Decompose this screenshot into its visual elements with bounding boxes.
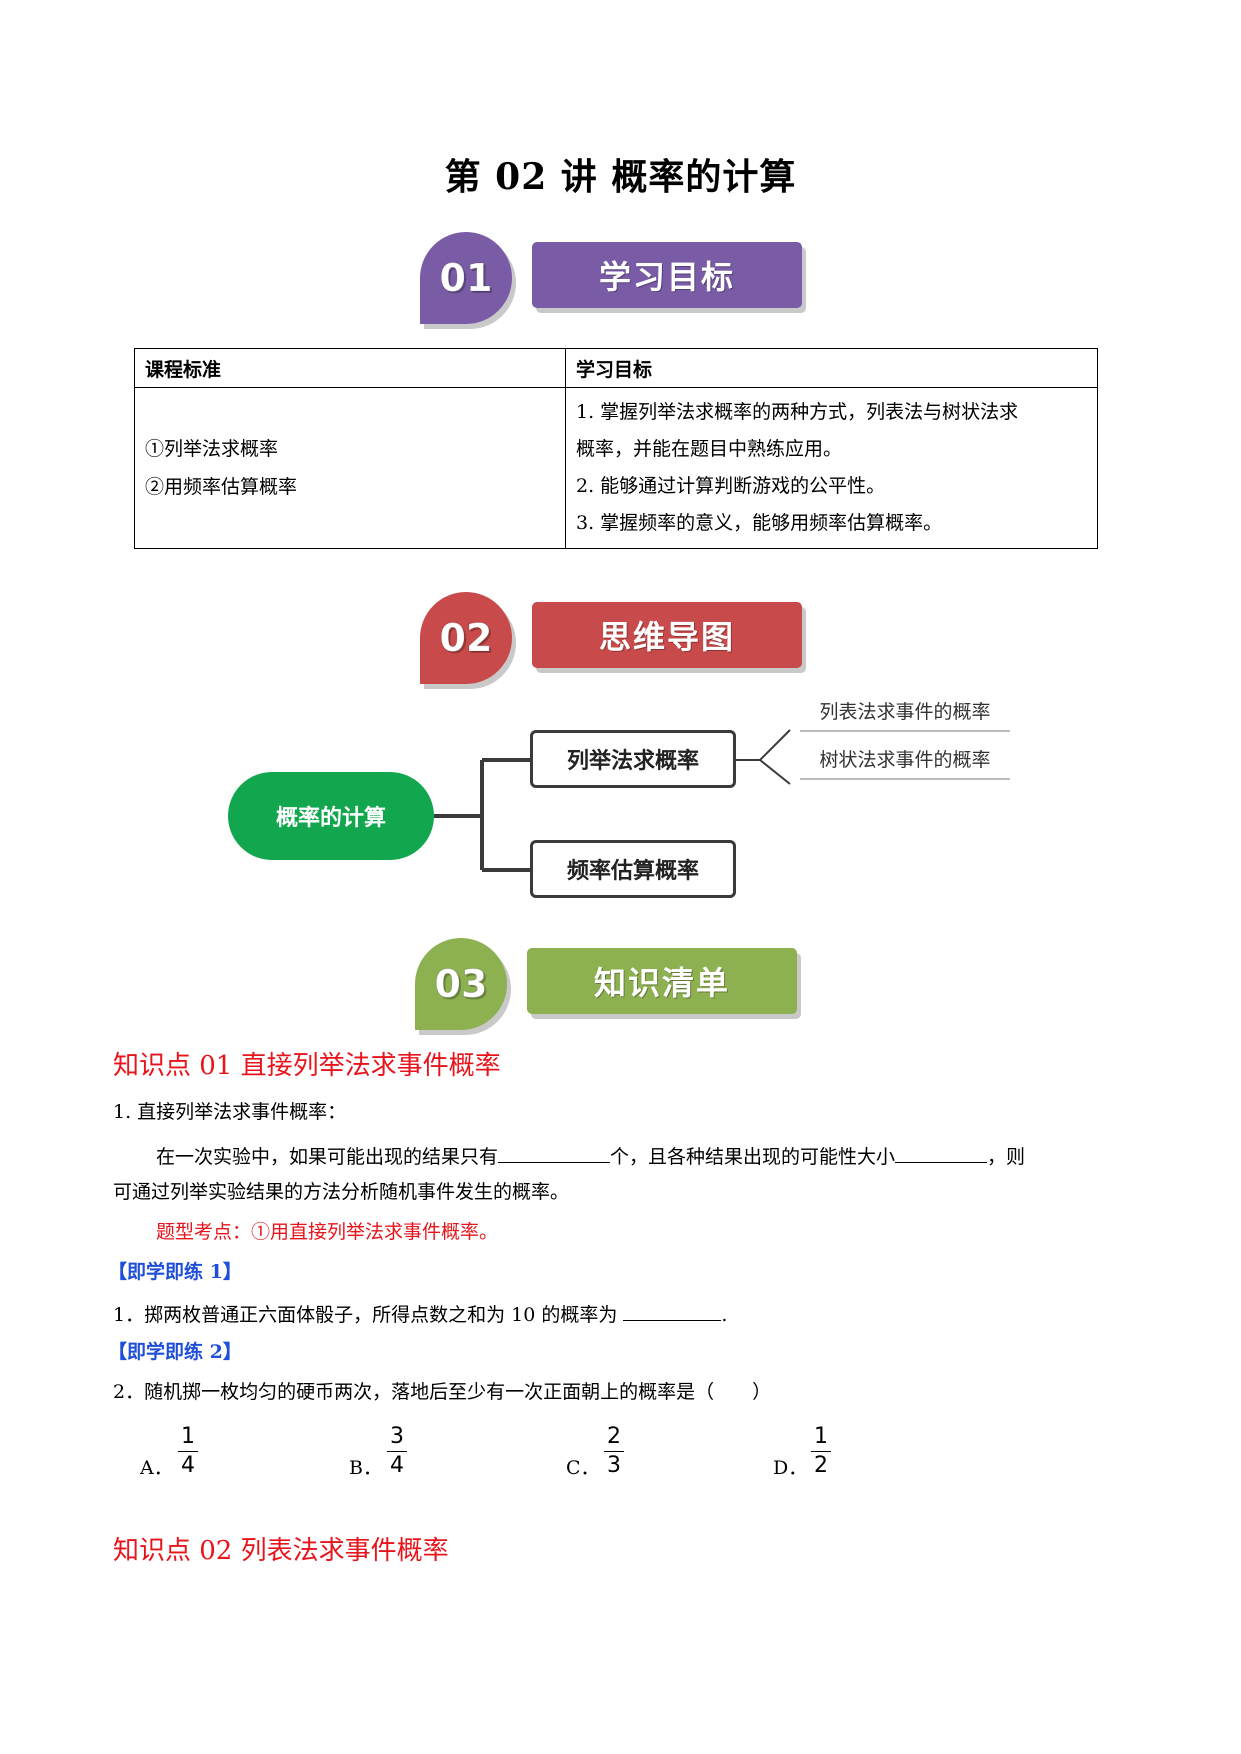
table-header: 课程标准 bbox=[134, 348, 566, 388]
fraction: 1 4 bbox=[178, 1425, 198, 1478]
fraction: 1 2 bbox=[811, 1425, 831, 1478]
objective-line: 1. 掌握列举法求概率的两种方式，列表法与树状法求 bbox=[576, 401, 1019, 423]
numerator: 3 bbox=[390, 1424, 404, 1449]
page-title: 第 02 讲 概率的计算 bbox=[444, 156, 797, 198]
denominator: 3 bbox=[607, 1453, 621, 1478]
answer-blank[interactable] bbox=[895, 1142, 988, 1163]
text-span: 个，且各种结果出现的可能性大小 bbox=[610, 1146, 896, 1168]
denominator: 2 bbox=[814, 1453, 828, 1478]
section-banner-03: 03 知识清单 bbox=[415, 928, 815, 1038]
section-badge bbox=[420, 232, 512, 324]
fraction-bar bbox=[178, 1451, 198, 1452]
numerator: 2 bbox=[607, 1424, 621, 1449]
text-span: ，则 bbox=[987, 1146, 1026, 1168]
table-row: ①列举法求概率 ②用频率估算概率 1. 掌握列举法求概率的两种方式，列表法与树状… bbox=[134, 387, 1098, 549]
table-header: 学习目标 bbox=[565, 348, 1098, 388]
option-d[interactable]: D． 1 2 bbox=[773, 1425, 853, 1485]
fraction-bar bbox=[811, 1451, 831, 1452]
objective-line: 2. 能够通过计算判断游戏的公平性。 bbox=[576, 475, 886, 497]
mind-map-leaf: 树状法求事件的概率 bbox=[800, 738, 1010, 780]
section-label: 知识清单 bbox=[527, 948, 797, 1014]
text-span: 在一次实验中，如果可能出现的结果只有 bbox=[156, 1146, 499, 1168]
option-b[interactable]: B． 3 4 bbox=[349, 1425, 429, 1485]
numerator: 1 bbox=[181, 1424, 195, 1449]
section-label: 学习目标 bbox=[532, 242, 802, 308]
goals-table: 课程标准 学习目标 ①列举法求概率 ②用频率估算概率 1. 掌握列举法求概率的两… bbox=[134, 348, 1098, 549]
fraction-bar bbox=[604, 1451, 624, 1452]
objectives-cell: 1. 掌握列举法求概率的两种方式，列表法与树状法求 概率，并能在题目中熟练应用。… bbox=[565, 387, 1098, 549]
question-2: 2．随机掷一枚均匀的硬币两次，落地后至少有一次正面朝上的概率是（ ） bbox=[113, 1381, 772, 1403]
answer-blank[interactable] bbox=[498, 1142, 611, 1163]
objective-line: 3. 掌握频率的意义，能够用频率估算概率。 bbox=[576, 512, 943, 534]
option-label: D． bbox=[773, 1457, 808, 1479]
mind-map-leaf: 列表法求事件的概率 bbox=[800, 690, 1010, 732]
denominator: 4 bbox=[390, 1453, 404, 1478]
mind-map-branch: 列举法求概率 bbox=[530, 730, 736, 788]
option-label: A． bbox=[140, 1457, 173, 1479]
fraction-bar bbox=[387, 1451, 407, 1452]
text-span: . bbox=[721, 1304, 728, 1326]
option-label: C． bbox=[566, 1457, 600, 1479]
question-text: 1．掷两枚普通正六面体骰子，所得点数之和为 10 的概率为 bbox=[113, 1304, 618, 1326]
section-number: 03 bbox=[434, 962, 488, 1007]
denominator: 4 bbox=[181, 1453, 195, 1478]
table-header-row: 课程标准 学习目标 bbox=[134, 348, 1098, 388]
fraction: 3 4 bbox=[387, 1425, 407, 1478]
option-c[interactable]: C． 2 3 bbox=[566, 1425, 646, 1485]
section-label: 思维导图 bbox=[532, 602, 802, 668]
option-label: B． bbox=[349, 1457, 382, 1479]
standard-item: ①列举法求概率 bbox=[145, 438, 279, 460]
option-a[interactable]: A． 1 4 bbox=[140, 1425, 220, 1485]
objective-line: 概率，并能在题目中熟练应用。 bbox=[576, 438, 843, 460]
section-badge bbox=[415, 938, 507, 1030]
answer-blank[interactable] bbox=[623, 1300, 722, 1321]
practice-label: 【即学即练 1】 bbox=[108, 1261, 242, 1283]
section-number: 02 bbox=[439, 616, 493, 661]
kp-paragraph-line: 可通过列举实验结果的方法分析随机事件发生的概率。 bbox=[113, 1181, 570, 1203]
knowledge-point-title: 知识点 02 列表法求事件概率 bbox=[113, 1536, 449, 1566]
mind-map: 概率的计算 列举法求概率 频率估算概率 列表法求事件的概率 树状法求事件的概率 bbox=[220, 690, 1020, 920]
numerator: 1 bbox=[814, 1424, 828, 1449]
standard-item: ②用频率估算概率 bbox=[145, 476, 298, 498]
kp-heading: 1. 直接列举法求事件概率： bbox=[113, 1101, 347, 1123]
section-badge bbox=[420, 592, 512, 684]
kp-paragraph-line: 在一次实验中，如果可能出现的结果只有 个，且各种结果出现的可能性大小 ，则 bbox=[156, 1142, 1025, 1169]
mind-map-branch: 频率估算概率 bbox=[530, 840, 736, 898]
section-banner-02: 02 思维导图 bbox=[420, 582, 820, 692]
section-number: 01 bbox=[439, 256, 493, 301]
question-type-tip: 题型考点：①用直接列举法求事件概率。 bbox=[156, 1221, 499, 1243]
practice-label: 【即学即练 2】 bbox=[108, 1341, 242, 1363]
standards-cell: ①列举法求概率 ②用频率估算概率 bbox=[134, 387, 566, 549]
question-1: 1．掷两枚普通正六面体骰子，所得点数之和为 10 的概率为 . bbox=[113, 1300, 727, 1327]
section-banner-01: 01 学习目标 bbox=[420, 222, 820, 332]
knowledge-point-title: 知识点 01 直接列举法求事件概率 bbox=[113, 1051, 501, 1081]
mind-map-root: 概率的计算 bbox=[228, 772, 434, 860]
fraction: 2 3 bbox=[604, 1425, 624, 1478]
mind-map-connectors bbox=[434, 729, 791, 872]
